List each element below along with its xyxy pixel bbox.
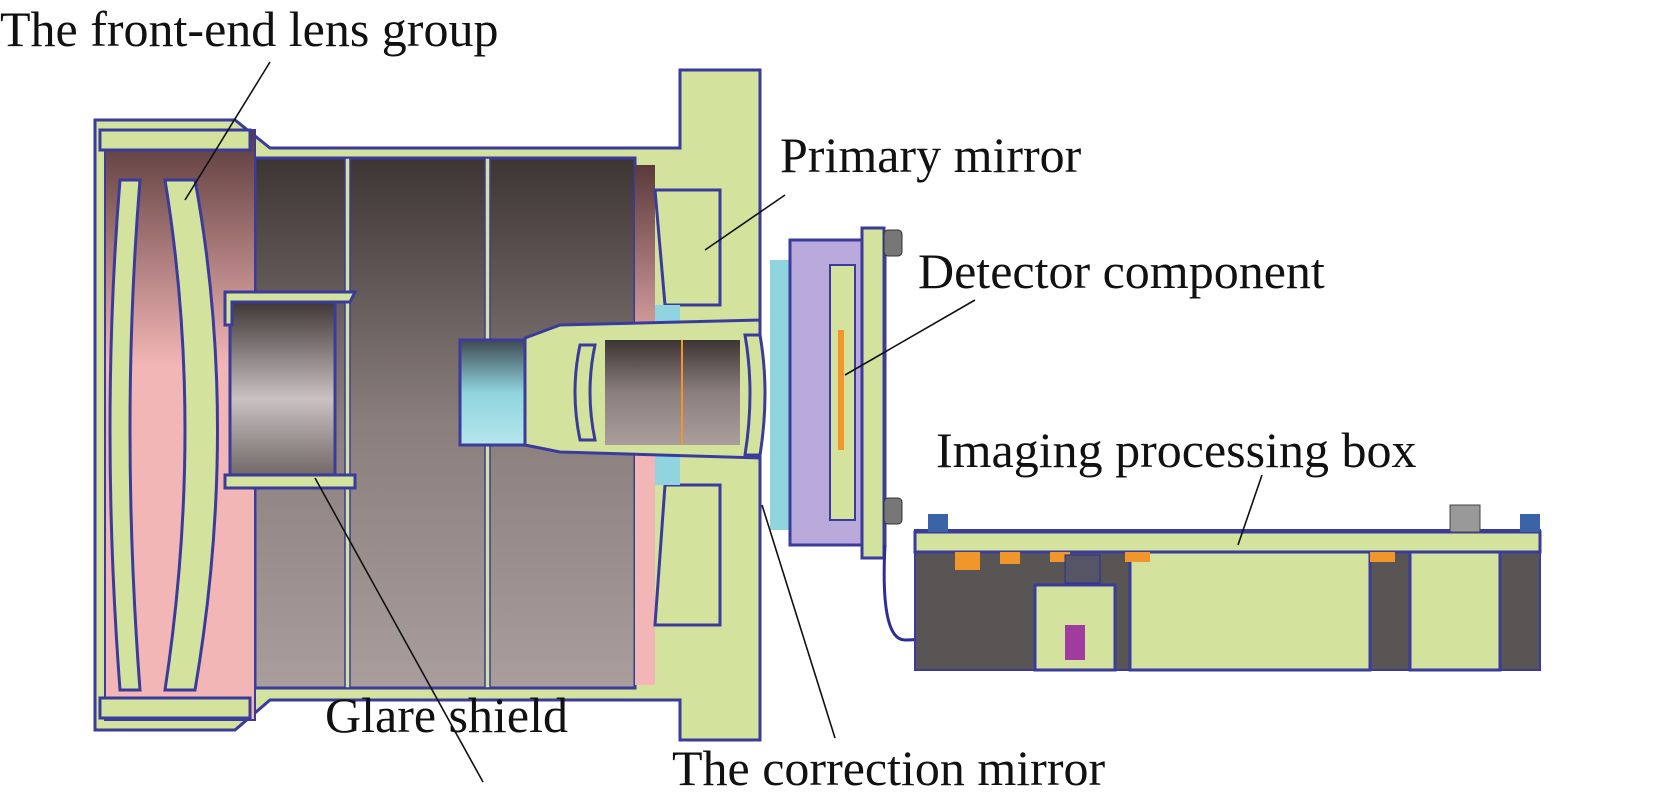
leader-correction-mirror: [761, 504, 836, 739]
front-end-lens-group: [98, 128, 252, 720]
label-glare-shield: Glare shield: [325, 687, 568, 743]
glare-shield: [223, 290, 358, 490]
leader-detector: [844, 299, 976, 376]
leader-primary-mirror: [704, 194, 786, 251]
label-correction-mirror: The correction mirror: [672, 740, 1105, 792]
label-imaging-processing-box: Imaging processing box: [936, 422, 1416, 478]
leader-glare-shield: [314, 477, 484, 783]
label-front-end-lens-group: The front-end lens group: [0, 1, 498, 57]
label-detector-component: Detector component: [918, 243, 1325, 299]
imaging-processing-box: [913, 504, 1542, 672]
leader-front-end: [184, 61, 271, 201]
label-primary-mirror: Primary mirror: [780, 127, 1082, 183]
correction-lens-barrel: [458, 318, 767, 460]
leader-imaging-box: [1237, 474, 1263, 546]
detector-component: [770, 226, 903, 560]
